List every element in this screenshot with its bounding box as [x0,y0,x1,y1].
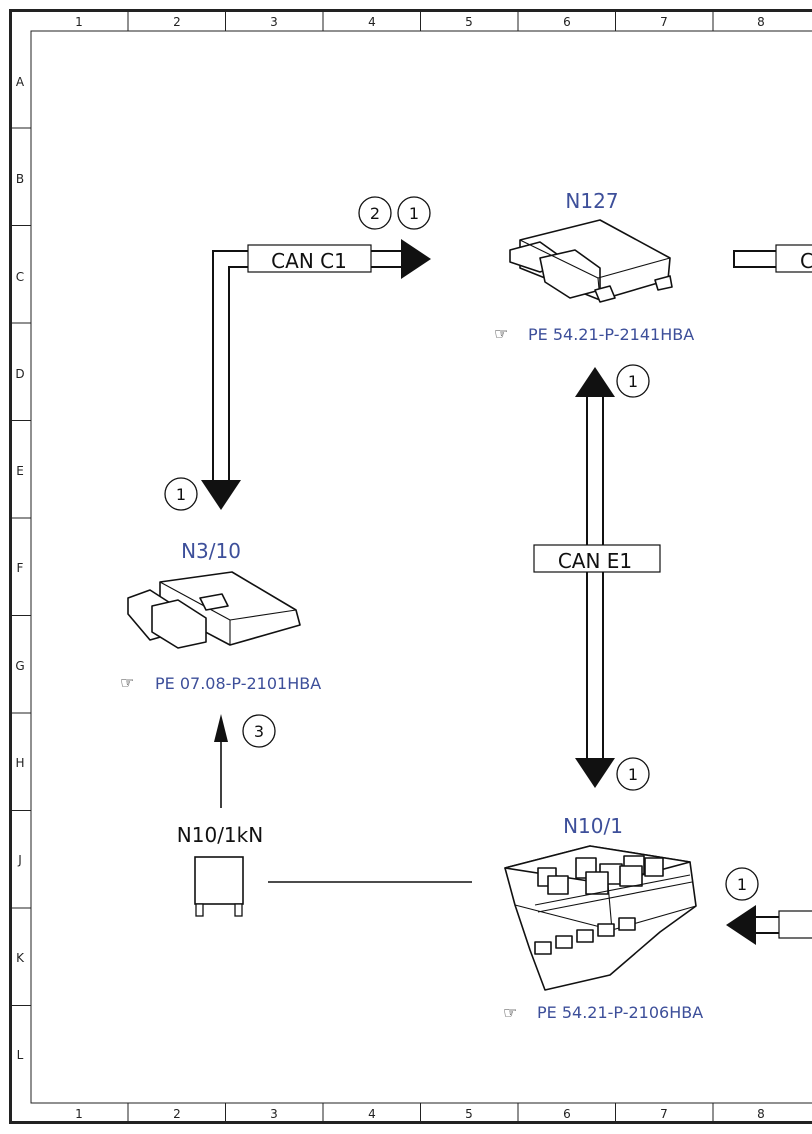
svg-text:2: 2 [370,204,380,223]
n10-1kn-label: N10/1kN [177,823,263,847]
marker-e1-bottom: 1 [616,757,650,791]
right-bus-stub-bottom [726,905,812,945]
col-label-bottom-3: 3 [270,1107,278,1121]
n10-1-label: N10/1 [563,814,623,838]
marker-c1-b: 1 [397,196,431,230]
col-label-bottom-2: 2 [173,1107,181,1121]
can-e1-label: CAN E1 [558,549,632,573]
hand-pointer-icon: ☞ [120,673,134,692]
right-bus-label: C [800,249,812,273]
n3-10-module-icon [127,571,301,649]
arrow-down-icon [201,480,241,510]
svg-text:1: 1 [737,875,747,894]
n3-10-ref: ☞ PE 07.08-P-2101HBA [120,673,321,693]
n127-ref-text: PE 54.21-P-2141HBA [528,325,694,344]
col-label-top-8: 8 [757,15,765,29]
col-label-bottom-5: 5 [465,1107,473,1121]
marker-e1-top: 1 [616,364,650,398]
n127-module-icon [509,219,673,303]
row-label-l: L [17,1048,24,1062]
col-label-top-6: 6 [563,15,571,29]
row-label-e: E [16,464,24,478]
row-label-h: H [15,756,24,770]
relay-icon [194,856,244,917]
row-label-g: G [15,659,24,673]
row-label-k: K [16,951,25,965]
n127-label: N127 [565,189,618,213]
row-label-a: A [16,75,25,89]
n127-ref: ☞ PE 54.21-P-2141HBA [494,324,694,344]
inner-frame [30,30,812,1104]
n3-10-ref-text: PE 07.08-P-2101HBA [155,674,321,693]
right-bus-stub-top [733,244,812,273]
svg-text:3: 3 [254,722,264,741]
col-label-bottom-1: 1 [75,1107,83,1121]
arrow-up-icon [214,714,228,742]
row-label-j: J [17,853,22,867]
arrow-down-icon [575,758,615,788]
col-label-top-2: 2 [173,15,181,29]
svg-text:1: 1 [628,372,638,391]
svg-text:1: 1 [628,765,638,784]
row-label-f: F [17,561,24,575]
marker-relay-arrow: 3 [242,714,276,748]
col-label-bottom-8: 8 [757,1107,765,1121]
outer-frame [9,9,812,1124]
arrow-right-icon [401,239,431,279]
can-e1-bus [533,367,661,788]
n10-1-fuse-box-icon [504,845,697,991]
grid-ticks [12,12,714,1122]
can-e1-label-box [533,544,661,573]
n10-1-ref: ☞ PE 54.21-P-2106HBA [503,1003,703,1022]
arrow-left-icon [726,905,756,945]
col-label-top-1: 1 [75,15,83,29]
col-label-bottom-4: 4 [368,1107,376,1121]
row-label-b: B [16,172,24,186]
hand-pointer-icon: ☞ [503,1003,517,1022]
row-label-d: D [15,367,24,381]
col-label-top-3: 3 [270,15,278,29]
col-label-bottom-7: 7 [660,1107,668,1121]
col-label-top-4: 4 [368,15,376,29]
marker-c1-end: 1 [164,477,198,511]
marker-right-bus: 1 [725,867,759,901]
marker-c1-a: 2 [358,196,392,230]
svg-text:1: 1 [176,485,186,504]
row-label-c: C [16,270,24,284]
n10-1-ref-text: PE 54.21-P-2106HBA [537,1003,703,1022]
col-label-top-7: 7 [660,15,668,29]
can-c1-bus [201,239,431,510]
col-label-top-5: 5 [465,15,473,29]
n3-10-label: N3/10 [181,539,241,563]
svg-text:1: 1 [409,204,419,223]
hand-pointer-icon: ☞ [494,324,508,343]
arrow-up-icon [575,367,615,397]
col-label-bottom-6: 6 [563,1107,571,1121]
can-c1-label: CAN C1 [271,249,347,273]
can-c1-label-box [247,244,372,273]
